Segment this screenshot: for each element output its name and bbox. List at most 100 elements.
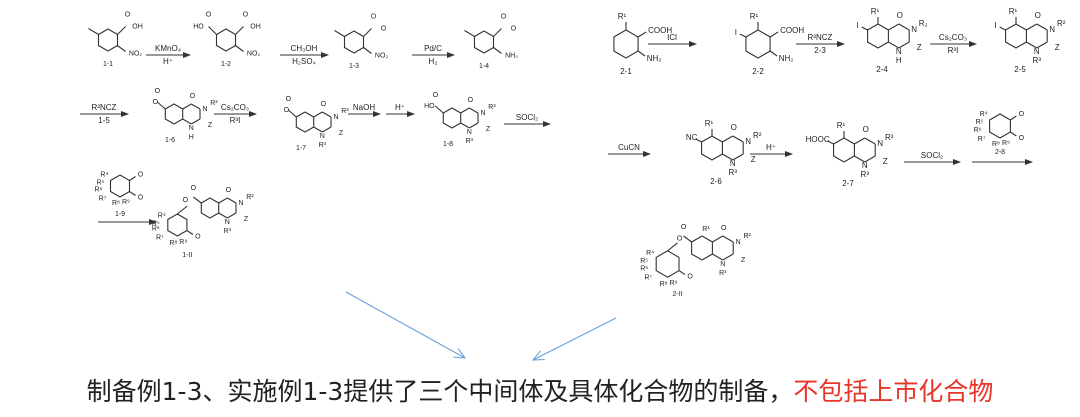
- bond: [469, 122, 479, 129]
- reagent-below: H⁺: [163, 57, 173, 66]
- atom-label: R³: [1033, 56, 1042, 65]
- atom-label: R⁵: [976, 119, 984, 126]
- atom-label: O: [226, 187, 232, 194]
- bond: [898, 41, 910, 49]
- bond: [898, 23, 910, 31]
- bond: [1026, 23, 1038, 31]
- bond: [227, 197, 237, 204]
- atom-label: R²: [743, 233, 751, 240]
- atom-label: NH₂: [647, 54, 662, 63]
- ring-bond: [215, 28, 237, 52]
- reagent-above: CH₃OH: [291, 44, 318, 53]
- bond: [827, 140, 834, 145]
- bond: [322, 111, 332, 118]
- atom-label: R¹: [705, 119, 714, 128]
- atom-label: N: [862, 161, 868, 170]
- bond: [732, 135, 744, 143]
- atom-label: R³: [861, 170, 870, 179]
- atom-label: R⁷: [99, 195, 107, 202]
- bond: [861, 26, 868, 31]
- bond: [493, 28, 502, 37]
- bond: [117, 45, 126, 52]
- bond: [999, 26, 1006, 31]
- bond: [769, 31, 779, 38]
- atom-label: N: [480, 110, 485, 117]
- bond: [712, 235, 724, 243]
- bond: [88, 28, 99, 35]
- atom-label: R⁶: [640, 265, 648, 272]
- ring-bond: [97, 28, 119, 52]
- ring-bond: [109, 174, 131, 198]
- atom-label: N: [320, 133, 325, 140]
- atom-label: R³: [319, 142, 327, 149]
- atom-label: NH₂: [779, 54, 794, 63]
- bond: [287, 109, 297, 118]
- bond: [712, 253, 724, 261]
- atom-label: Z: [1055, 43, 1060, 52]
- bond: [322, 126, 332, 133]
- compound-label: 2-7: [842, 179, 854, 188]
- atom-label: R⁸: [112, 200, 120, 207]
- bond: [854, 155, 866, 163]
- bond: [218, 212, 228, 219]
- compound-label: 2-4: [876, 65, 888, 74]
- bond: [176, 205, 188, 215]
- atom-label: R¹: [871, 7, 880, 16]
- reagent-below: 1-5: [98, 116, 110, 125]
- bond: [888, 23, 900, 31]
- atom-label: R⁶: [974, 127, 982, 134]
- ring-bond: [164, 103, 184, 125]
- ring-bond: [295, 111, 315, 133]
- atom-label: R⁸: [169, 240, 177, 247]
- atom-label: COOH: [648, 26, 672, 35]
- atom-label: O: [191, 185, 197, 192]
- arrow-2-b1: ICl: [648, 33, 697, 47]
- atom-label: O: [190, 93, 196, 100]
- atom-label: OH: [250, 23, 261, 30]
- atom-label: O: [321, 101, 327, 108]
- atom-label: R³: [719, 270, 727, 277]
- callout-arrow-left: [345, 291, 465, 358]
- callout-arrows: [345, 291, 617, 360]
- bond: [1026, 41, 1038, 49]
- atom-label: O: [721, 225, 727, 232]
- arrow-2-b5: H⁺: [750, 143, 793, 157]
- bond: [313, 111, 323, 118]
- atom-label: N: [238, 200, 243, 207]
- compound-label: 2-II: [673, 291, 683, 298]
- bond: [191, 118, 201, 125]
- atom-label: O: [243, 11, 249, 18]
- atom-label: O: [897, 11, 903, 20]
- bond: [313, 126, 323, 133]
- reagent-above: CuCN: [618, 143, 640, 152]
- atom-label: R⁷: [978, 136, 986, 143]
- bond: [888, 41, 900, 49]
- atom-label: O: [125, 11, 131, 18]
- compound-label: 2-5: [1014, 65, 1026, 74]
- reagent-above: NaOH: [353, 103, 375, 112]
- bond: [363, 47, 372, 54]
- compound-label: 1-7: [296, 145, 306, 152]
- bond: [722, 153, 734, 161]
- reagent-below: R³I: [948, 46, 959, 55]
- atom-label: R⁹: [670, 280, 678, 287]
- bond: [739, 33, 747, 38]
- atom-label: NH₂: [505, 52, 518, 59]
- atom-label: NO₂: [129, 50, 143, 57]
- atom-label: O: [183, 197, 189, 204]
- ring-bond: [200, 197, 220, 219]
- atom-label: R⁸: [992, 141, 1000, 148]
- atom-label: R⁴: [980, 111, 988, 118]
